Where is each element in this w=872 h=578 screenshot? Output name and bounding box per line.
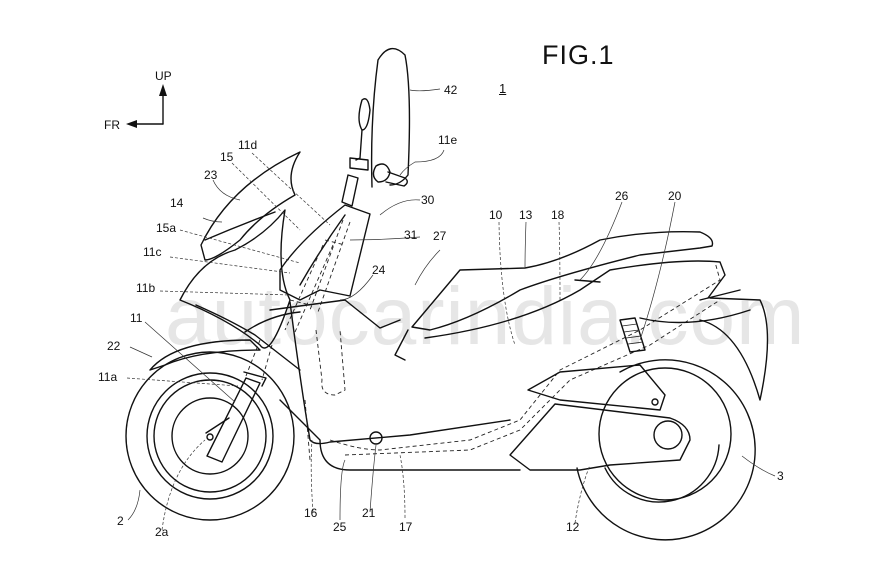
orientation-arrows (126, 84, 167, 128)
rear-wheel (576, 359, 756, 541)
leader-lines (126, 88, 776, 531)
label-27: 27 (433, 229, 447, 243)
label-12: 12 (566, 520, 580, 534)
reference-numeral: 1 (499, 81, 507, 96)
label-17: 17 (399, 520, 413, 534)
swing-arm (509, 364, 691, 471)
rear-shock (619, 317, 646, 353)
label-11e: 11e (438, 133, 458, 147)
steering-column (284, 219, 351, 333)
label-15a: 15a (156, 221, 177, 235)
front-fender (149, 339, 261, 371)
label-25: 25 (333, 520, 347, 534)
up-arrow-head (159, 84, 167, 96)
label-30: 30 (421, 193, 435, 207)
windscreen-and-handlebar (341, 47, 411, 207)
label-26: 26 (615, 189, 629, 203)
label-11c: 11c (143, 245, 162, 259)
label-11: 11 (130, 311, 143, 325)
label-23: 23 (204, 168, 218, 182)
label-18: 18 (551, 208, 565, 222)
front-label: FR (104, 118, 120, 132)
label-15: 15 (220, 150, 234, 164)
label-11a: 11a (98, 370, 118, 384)
label-16: 16 (304, 506, 318, 520)
floor-and-frame (289, 261, 721, 461)
label-42: 42 (444, 83, 458, 97)
label-21: 21 (362, 506, 376, 520)
label-24: 24 (372, 263, 386, 277)
front-wheel (125, 351, 295, 521)
label-10: 10 (489, 208, 503, 222)
label-14: 14 (170, 196, 184, 210)
seat-and-rear-body (394, 230, 769, 401)
handlebar-cover (269, 204, 401, 329)
label-11d: 11d (238, 138, 258, 152)
label-13: 13 (519, 208, 533, 222)
label-3: 3 (777, 469, 784, 483)
front-cowl (179, 151, 521, 471)
up-label: UP (155, 69, 172, 83)
label-20: 20 (668, 189, 682, 203)
figure-title: FIG.1 (542, 40, 615, 70)
front-fork (205, 339, 273, 463)
label-11b: 11b (136, 281, 156, 295)
fr-arrow-head (126, 120, 137, 128)
label-2a: 2a (155, 525, 169, 539)
label-2: 2 (117, 514, 124, 528)
label-31: 31 (404, 228, 418, 242)
label-22: 22 (107, 339, 121, 353)
